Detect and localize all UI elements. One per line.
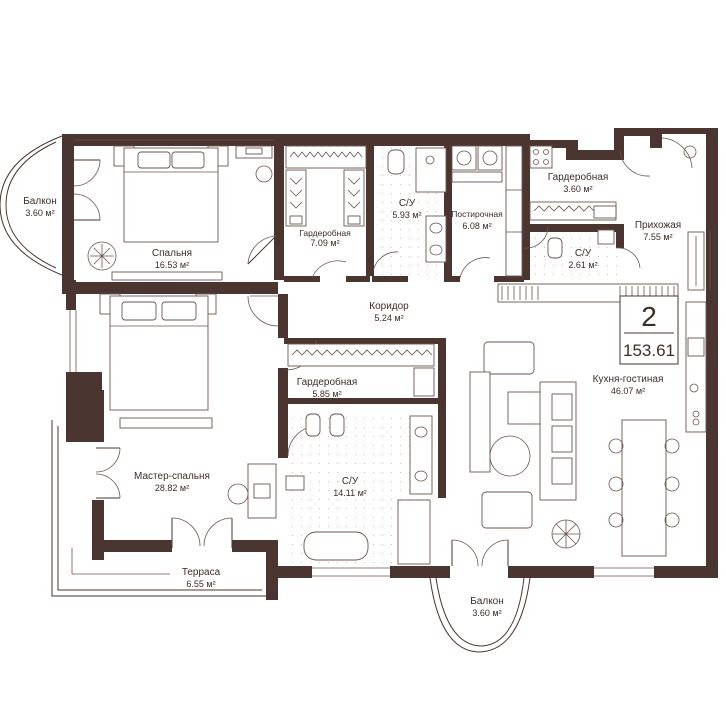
room-area-bedroom: 16.53 м² (155, 260, 189, 270)
wardrobe-1-furniture (285, 145, 367, 227)
balcony-left-outline (0, 135, 63, 276)
bedroom-furniture (87, 145, 273, 281)
rooms-count: 2 (641, 301, 657, 332)
room-name-bathroom-3: С/У (342, 476, 359, 487)
laundry-furniture (451, 145, 523, 277)
windows (69, 139, 711, 577)
room-name-balcony-left: Балкон (23, 196, 57, 207)
room-area-kitchen-living: 46.07 м² (611, 386, 645, 396)
room-name-balcony-bottom: Балкон (470, 596, 504, 607)
room-area-terrace: 6.55 м² (186, 579, 215, 589)
room-area-bathroom-3: 14.11 м² (333, 488, 367, 498)
balcony-bottom-outline (429, 577, 531, 653)
room-name-kitchen-living: Кухня-гостиная (593, 374, 664, 385)
terrace-outline (51, 420, 266, 597)
room-area-master-bedroom: 28.82 м² (155, 483, 189, 493)
room-area-wardrobe-3: 5.85 м² (312, 389, 341, 399)
room-area-laundry: 6.08 м² (462, 221, 491, 231)
room-name-bathroom-1: С/У (399, 198, 416, 209)
room-name-bedroom: Спальня (152, 248, 192, 259)
apartment-badge: 2 153.61 (619, 295, 679, 365)
room-area-corridor: 5.24 м² (374, 313, 403, 323)
wardrobe-3-furniture (287, 343, 435, 397)
bathroom-1-furniture (387, 147, 447, 263)
room-area-balcony-left: 3.60 м² (25, 208, 54, 218)
total-area: 153.61 (623, 341, 675, 360)
room-name-terrace: Терраса (182, 567, 221, 578)
master-bedroom-furniture (99, 293, 277, 519)
doors (73, 137, 693, 567)
room-name-corridor: Коридор (369, 301, 409, 312)
kitchen-living-furniture (469, 301, 707, 557)
room-name-wardrobe-3: Гардеробная (297, 376, 358, 388)
room-name-bathroom-2: С/У (575, 248, 592, 259)
room-area-wardrobe-1: 7.09 м² (310, 238, 339, 248)
room-area-bathroom-1: 5.93 м² (392, 210, 421, 220)
room-name-wardrobe-1: Гардеробная (299, 228, 351, 238)
room-area-balcony-bottom: 3.60 м² (472, 608, 501, 618)
room-name-master-bedroom: Мастер-спальня (134, 471, 210, 482)
room-area-wardrobe-2: 3.60 м² (563, 184, 592, 194)
room-area-hall: 7.55 м² (643, 232, 672, 242)
room-labels: Балкон 3.60 м² Спальня 16.53 м² Гардероб… (23, 171, 681, 618)
room-name-hall: Прихожая (635, 220, 681, 231)
room-name-laundry: Постирочная (451, 209, 503, 219)
bathroom-3-furniture (285, 413, 433, 565)
room-area-bathroom-2: 2.61 м² (568, 260, 597, 270)
room-name-wardrobe-2: Гардеробная (548, 171, 609, 183)
